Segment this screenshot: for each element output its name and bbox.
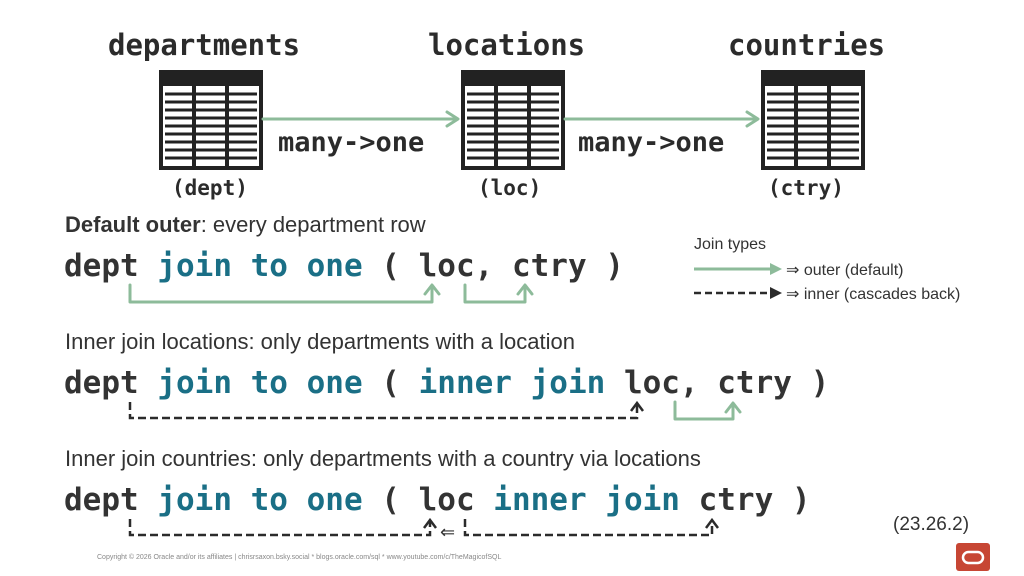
section2-inner-arrow — [128, 402, 639, 420]
section1-description: Default outer: every department row — [65, 212, 426, 237]
relationship-label-2: many->one — [578, 127, 725, 158]
section2-description: Inner join locations: only departments w… — [65, 329, 575, 354]
relationship-label-1: many->one — [278, 127, 425, 158]
section3-description: Inner join countries: only departments w… — [65, 446, 701, 471]
table-name-countries: countries — [728, 28, 886, 62]
legend-outer-line — [694, 263, 782, 275]
table-name-departments: departments — [108, 28, 301, 62]
footer-copyright: Copyright © 2026 Oracle and/or its affil… — [97, 554, 502, 561]
legend-inner-line — [694, 287, 782, 299]
table-name-locations: locations — [428, 28, 586, 62]
table-icon-locations — [461, 70, 565, 170]
section1-code: dept join to one ( loc, ctry ) — [64, 248, 624, 284]
section3-code: dept join to one ( loc inner join ctry ) — [64, 482, 811, 518]
alias-dept: (dept) — [172, 176, 248, 200]
alias-ctry: (ctry) — [768, 176, 844, 200]
cascade-back-arrow: ⇐ — [440, 522, 456, 542]
alias-loc: (loc) — [478, 176, 542, 200]
section2-code: dept join to one ( inner join loc, ctry … — [64, 365, 830, 401]
legend-title: Join types — [694, 236, 767, 253]
section3-inner-arrows — [128, 519, 714, 537]
section1-outer-arrows — [128, 283, 534, 304]
version-number: (23.26.2) — [893, 514, 970, 535]
table-icon-departments — [159, 70, 263, 170]
section2-outer-arrow — [673, 400, 742, 421]
legend-outer-label: ⇒ outer (default) — [786, 262, 904, 279]
legend-inner-label: ⇒ inner (cascades back) — [786, 286, 961, 303]
table-icon-countries — [761, 70, 865, 170]
oracle-logo-icon — [956, 543, 990, 571]
